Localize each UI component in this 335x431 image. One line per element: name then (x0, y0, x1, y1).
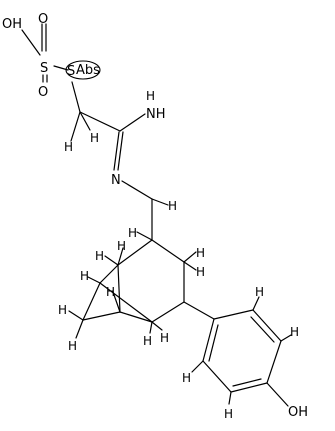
h-label-methylene: H (168, 199, 177, 213)
imine-nitrogen-label: N (111, 173, 121, 188)
h-label-cage-3: H (196, 265, 205, 279)
h-label-cage-8: H (58, 303, 67, 317)
sulfonyl-sulfur-label: S (40, 61, 48, 76)
h-label-cage-1: H (128, 226, 137, 240)
h-label-cage-2: H (196, 246, 205, 260)
h-label-ring-4: H (182, 371, 191, 385)
abs-stereo-marker (65, 60, 101, 80)
hydroxyl-label-top: OH (2, 17, 22, 32)
h-label-cage-7: H (106, 285, 115, 299)
h-label-cage-11: H (160, 331, 169, 345)
h-label-ring-1: H (255, 285, 264, 299)
amine-h-label: H (146, 89, 155, 103)
sulfur-label: S (67, 64, 75, 79)
amine-nh-label: NH (146, 107, 166, 122)
h-label-ring-2: H (290, 325, 299, 339)
abs-stereo-tag: Abs (76, 63, 100, 78)
h-label-cage-4: H (95, 249, 104, 263)
bond-lines (21, 23, 292, 407)
h-label-cage-10: H (143, 334, 152, 348)
h-label-cage-6: H (80, 269, 89, 283)
h-label-cage-5: H (117, 239, 126, 253)
h-label-ch2-b: H (90, 131, 99, 145)
sulfonyl-oxygen-upper: O (38, 12, 48, 27)
h-label-cage-9: H (68, 339, 77, 353)
hydroxyl-label-bottom: OH (288, 405, 308, 420)
hydrogen-labels: H H H H H H H H H H H H H H H H H H (58, 131, 299, 421)
h-label-ch2-a: H (64, 140, 73, 154)
h-label-ring-3: H (224, 407, 233, 421)
sulfonyl-oxygen-lower: O (38, 85, 48, 100)
